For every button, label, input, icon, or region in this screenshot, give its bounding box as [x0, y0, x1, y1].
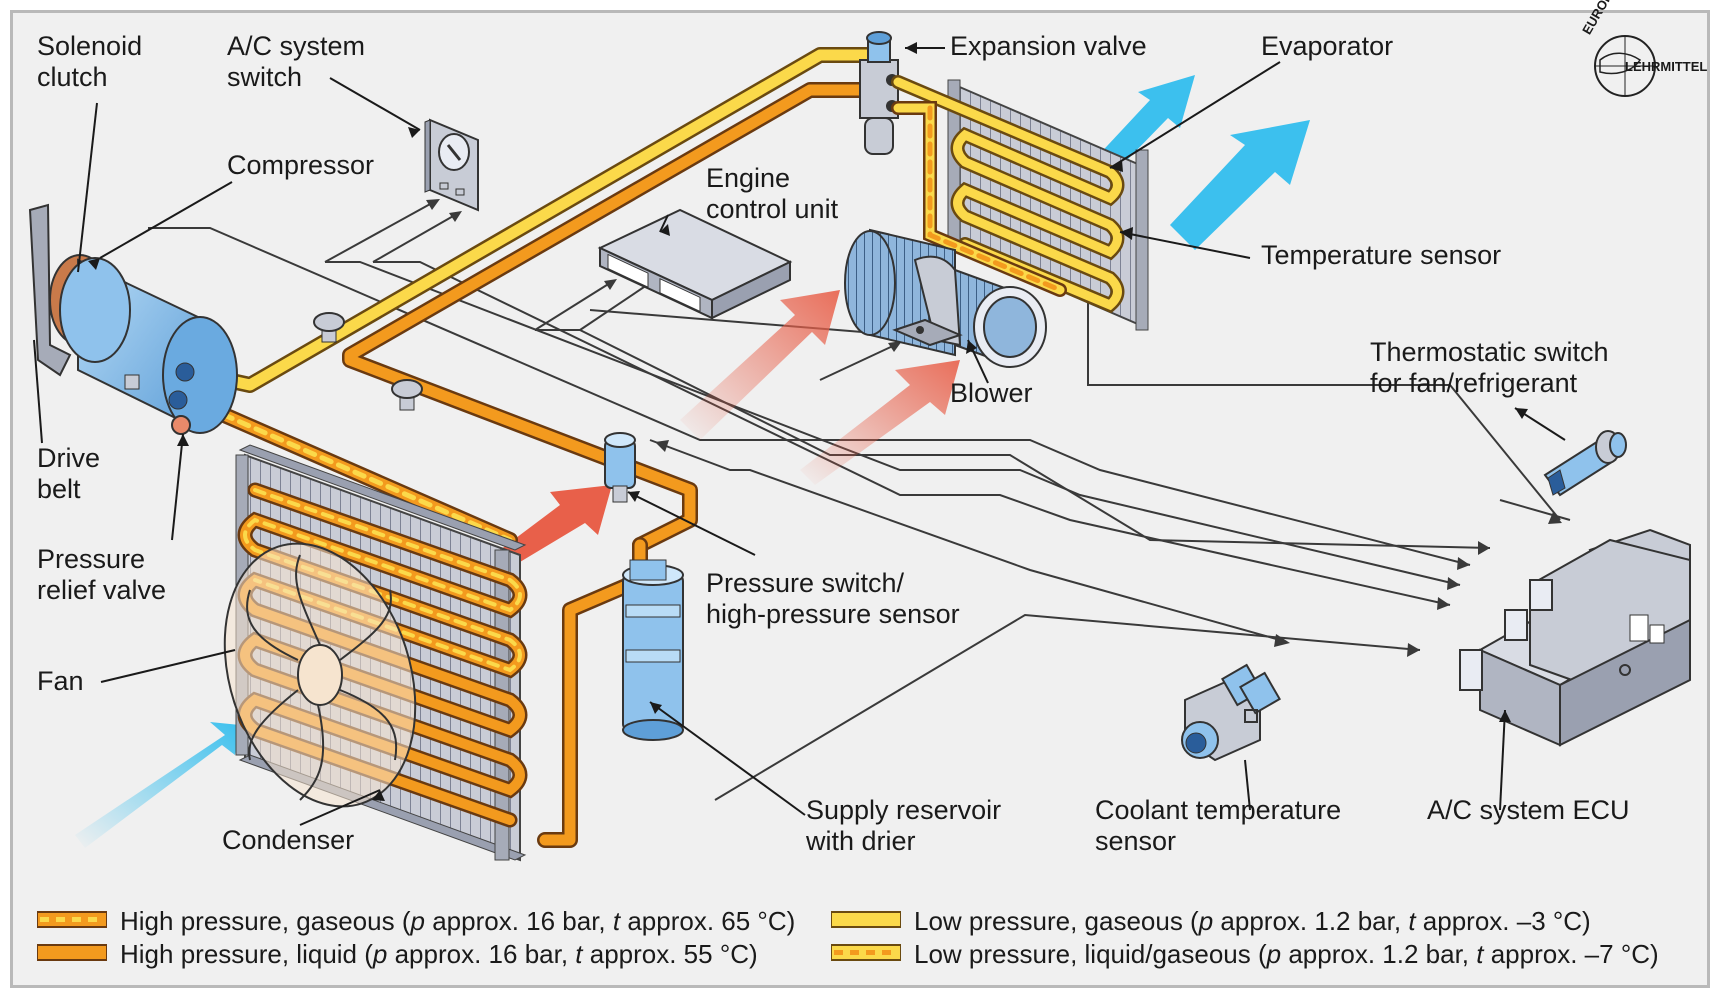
legend-item-lp-gaseous: Low pressure, gaseous (p approx. 1.2 bar… [914, 906, 1591, 936]
expansion-valve [859, 31, 899, 155]
label-evaporator: Evaporator [1261, 31, 1394, 61]
label-ac-system-ecu: A/C system ECU [1427, 795, 1630, 825]
label-thermostatic-switch: Thermostatic switch for fan/refrigerant [1370, 337, 1609, 398]
label-ac-system-switch: A/C system switch [227, 31, 366, 92]
warm-air-arrows [500, 290, 960, 565]
blower [844, 228, 1047, 368]
service-valves [313, 312, 423, 411]
legend-swatch-hp-gaseous [37, 911, 107, 928]
label-condenser: Condenser [222, 825, 355, 855]
label-temperature-sensor: Temperature sensor [1261, 240, 1502, 270]
label-coolant-temperature-sensor: Coolant temperature sensor [1095, 795, 1342, 856]
label-supply-reservoir: Supply reservoir with drier [806, 795, 1002, 856]
pressure-switch [604, 432, 636, 503]
ac-system-ecu [1459, 528, 1691, 747]
supply-reservoir [622, 559, 684, 741]
legend-swatch-lp-mixed [831, 944, 901, 961]
condenser [223, 444, 528, 862]
label-pressure-relief-valve: Pressure relief valve [37, 544, 167, 605]
legend-swatch-hp-liquid [37, 944, 107, 961]
legend-item-hp-gaseous: High pressure, gaseous (p approx. 16 bar… [120, 906, 796, 936]
label-pressure-switch: Pressure switch/ high-pressure sensor [706, 568, 960, 629]
leader-arrowheads [88, 42, 1528, 801]
coolant-temperature-sensor [1181, 663, 1281, 762]
ac-switch [424, 118, 479, 212]
logo-bottom-text: LEHRMITTEL [1625, 59, 1708, 74]
label-engine-control-unit: Engine control unit [706, 163, 839, 224]
label-drive-belt: Drive belt [37, 443, 101, 504]
high-pressure-gas-line [182, 392, 518, 548]
label-fan: Fan [37, 666, 84, 696]
label-expansion-valve: Expansion valve [950, 31, 1147, 61]
engine-control-unit [597, 208, 793, 320]
label-solenoid-clutch: Solenoid clutch [37, 31, 143, 92]
thermostatic-switch [1543, 430, 1627, 497]
legend-item-lp-mixed: Low pressure, liquid/gaseous (p approx. … [914, 939, 1659, 969]
europa-lehrmittel-logo [1594, 35, 1656, 97]
leader-lines [33, 47, 1566, 826]
evaporator [891, 75, 1149, 331]
signal-wires [148, 202, 1571, 801]
label-compressor: Compressor [227, 150, 375, 180]
legend-swatch-lp-gaseous [831, 911, 901, 928]
compressor [28, 203, 238, 435]
label-blower: Blower [950, 378, 1033, 408]
legend-item-hp-liquid: High pressure, liquid (p approx. 16 bar,… [120, 939, 758, 969]
condenser-fan [223, 542, 417, 808]
